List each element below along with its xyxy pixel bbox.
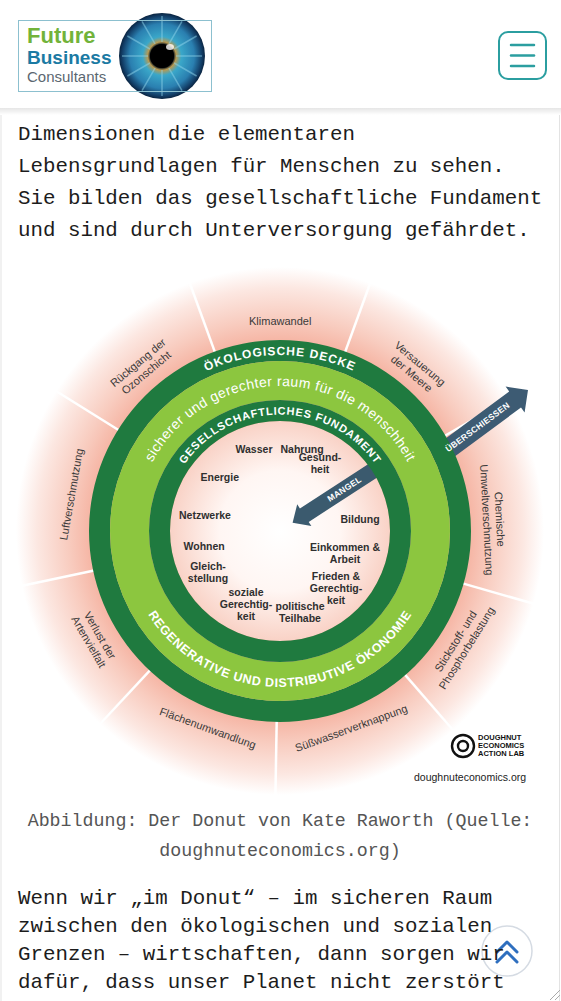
body-text-holder: Wenn wir „im Donut“ – im sicheren Raum z… [18,885,548,997]
logo-box: FutureBusinessConsultants [18,20,212,92]
foundation-dimension: Wohnen [184,540,225,552]
eye-image [176,55,202,57]
eye-image [122,16,202,96]
logo-word: Future [27,24,211,47]
foundation-dimension: Gesund- heit [298,451,342,475]
sector-divider [189,281,215,352]
foundation-dimension-holder: Energie [201,471,240,483]
eye-image [127,36,149,49]
ecological-ceiling-band: ÖKOLOGISCHE DECKEsicherer und gerechter … [89,340,471,722]
eye-image [169,68,182,91]
sector-divider [99,670,151,726]
eye-image [169,21,182,44]
page-frame [1,115,560,1001]
foundation-dimension: politische Teilhabe [275,600,326,624]
lab-logo-icon [458,741,468,751]
eye-image [174,63,197,76]
caption-holder: Abbildung: Der Donut von Kate Raworth (Q… [10,806,550,866]
foundation-dimension-holder: Gesund- heit [298,451,342,475]
foundation-dimension-holder: Netzwerke [179,509,231,521]
source-url: doughnuteconomics.org [414,771,526,783]
foundation-dimension: Gleich- stellung [187,560,229,584]
foundation-dimension: Bildung [341,513,380,525]
logo-word: Consultants [27,68,211,85]
figure-caption: Abbildung: Der Donut von Kate Raworth (Q… [10,806,550,866]
eye-image [161,70,163,96]
sector-divider [20,571,94,587]
band-title: GESELLSCHAFTLICHES FUNDAMENT [176,404,383,465]
logo-word: Business [27,47,211,68]
foundation-dimension: Netzwerke [179,509,231,521]
body-text: Wenn wir „im Donut“ – im sicheren Raum z… [18,885,548,997]
eye-image [142,68,155,91]
foundation-dimension-holder: Einkommen & Arbeit [309,541,381,565]
menu-button [511,65,534,68]
eye-image [150,44,174,68]
resize-grip [550,990,560,1000]
lab-logo-text-holder: DOUGHNUT ECONOMICS ACTION LAB [478,734,526,758]
outer-zone [16,267,544,795]
body-text: Dimensionen die elementaren Lebensgrundl… [18,119,548,247]
band-title-path: GESELLSCHAFTLICHES FUNDAMENT [176,404,383,465]
ceiling-dimension: Klimawandel [249,315,311,328]
lab-logo-icon [452,735,474,757]
eye-image [174,36,197,49]
menu-button [499,32,546,79]
menu-button [511,44,534,47]
foundation-dimension: Einkommen & Arbeit [309,541,381,565]
source-url-holder: doughnuteconomics.org [414,771,526,783]
resize-grip [555,995,560,1000]
eye-image [122,55,148,57]
header-bar [0,0,561,108]
foundation-dimension: Energie [201,471,240,483]
foundation-dimension-holder: Wasser [236,443,273,455]
sector-divider [54,390,119,430]
foundation-dimension: Wasser [236,443,273,455]
eye-image [166,44,174,50]
header-bar [0,108,561,115]
menu-button [511,45,534,66]
body-text-holder: Dimensionen die elementaren Lebensgrundl… [18,119,548,247]
foundation-dimension-holder: soziale Gerechtig- keit [219,586,273,622]
foundation-dimension-holder: politische Teilhabe [275,600,326,624]
sector-divider [463,583,536,604]
eye-image [119,13,205,99]
foundation-dimension-holder: Gleich- stellung [187,560,229,584]
lab-logo-icon [452,735,474,757]
safe-space-band-fill [110,361,450,701]
eye-image [142,21,155,44]
page-frame [1,115,2,1001]
lab-logo-text: DOUGHNUT ECONOMICS ACTION LAB [478,734,526,758]
sector-divider [275,721,276,797]
overshoot-arrow [434,387,528,463]
ecological-ceiling-band-fill [89,340,471,722]
eye-image [119,13,205,99]
foundation-dimension-holder: Wohnen [184,540,225,552]
page-frame [559,115,560,1001]
eye-image [127,63,149,76]
ceiling-dimension-holder: Klimawandel [249,315,311,328]
resize-grip [550,990,560,1000]
sector-divider [20,281,536,797]
inner-zone [170,421,390,641]
header-bar [0,0,561,115]
menu-button [499,32,546,79]
menu-button [511,54,534,57]
foundation-dimension: soziale Gerechtig- keit [219,586,273,622]
social-foundation-band-fill [149,400,411,662]
foundation-dimension-holder: Bildung [341,513,380,525]
sector-divider [345,281,371,352]
safe-space-band: sicherer und gerechter raum für die mens… [110,361,450,701]
